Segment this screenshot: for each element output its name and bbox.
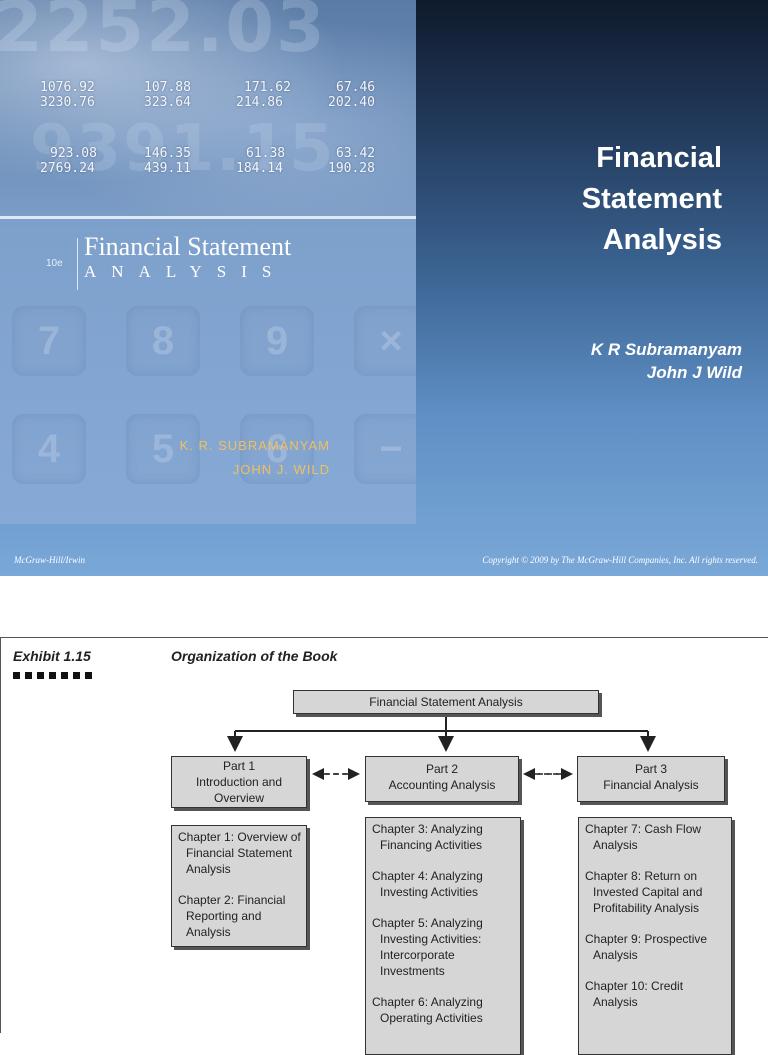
cover-ghost-digits: 9391.15: [30, 112, 336, 186]
cover-title-rule: [77, 238, 78, 290]
cover-edition: 10e: [46, 258, 63, 269]
slide-title-line: Analysis: [602, 224, 722, 256]
slide-author: K R Subramanyam: [590, 340, 742, 359]
cover-number: 63.42: [336, 146, 376, 161]
copyright-notice: Copyright © 2009 by The McGraw-Hill Comp…: [482, 555, 758, 565]
cover-divider: [0, 216, 416, 219]
calculator-key: 4: [12, 414, 86, 484]
part-label: Accounting Analysis: [388, 778, 496, 792]
calculator-key: 6: [240, 414, 314, 484]
slide-title: Financial Statement Analysis: [582, 138, 722, 261]
cover-number: 190.28: [328, 161, 375, 176]
cover-number: 3230.76: [40, 95, 95, 110]
cover-author: K. R. SUBRAMANYAM: [179, 438, 330, 453]
calculator-key: 9: [240, 306, 314, 376]
part-1-chapters: Chapter 1: Overview of Financial Stateme…: [171, 825, 307, 947]
cover-number: 323.64: [144, 95, 191, 110]
part-label: Financial Analysis: [603, 778, 699, 792]
part-2-box: Part 2 Accounting Analysis: [365, 756, 519, 802]
cover-number: 67.46: [336, 80, 376, 95]
cover-number: 202.40: [328, 95, 375, 110]
exhibit-title: Organization of the Book: [171, 648, 338, 664]
chapter-item: Chapter 8: Return on Invested Capital an…: [585, 869, 703, 915]
root-box: Financial Statement Analysis: [293, 690, 599, 714]
cover-number: 171.62: [244, 80, 291, 95]
calculator-key: 7: [12, 306, 86, 376]
title-slide: 2252.03 9391.15 1076.92 107.88 171.62 67…: [0, 0, 768, 576]
slide-title-line: Financial: [596, 142, 722, 174]
calculator-key: ×: [354, 306, 416, 376]
cover-number: 214.86: [236, 95, 283, 110]
part-2-chapters: Chapter 3: Analyzing Financing Activitie…: [365, 817, 521, 1055]
calculator-key: 8: [126, 306, 200, 376]
book-cover-image: 2252.03 9391.15 1076.92 107.88 171.62 67…: [0, 0, 416, 524]
cover-ghost-digits: 2252.03: [0, 0, 327, 68]
cover-author: JOHN J. WILD: [232, 462, 330, 477]
chapter-item: Chapter 10: Credit Analysis: [585, 979, 684, 1009]
chapter-item: Chapter 3: Analyzing Financing Activitie…: [372, 822, 483, 852]
cover-number: 923.08: [50, 146, 97, 161]
cover-number: 2769.24: [40, 161, 95, 176]
slide-authors: K R Subramanyam John J Wild: [591, 338, 742, 384]
part-1-box: Part 1 Introduction and Overview: [171, 756, 307, 808]
chapter-item: Chapter 2: Financial Reporting and Analy…: [178, 893, 286, 939]
cover-photo: 2252.03 9391.15 1076.92 107.88 171.62 67…: [0, 0, 416, 216]
cover-number: 107.88: [144, 80, 191, 95]
chapter-item: Chapter 9: Prospective Analysis: [585, 932, 708, 962]
diagram-connectors: [227, 715, 656, 780]
exhibit-label: Exhibit 1.15: [13, 648, 91, 664]
cover-subtitle: ANALYSIS: [84, 262, 287, 281]
chapter-item: Chapter 1: Overview of Financial Stateme…: [178, 830, 301, 876]
chapter-item: Chapter 5: Analyzing Investing Activitie…: [372, 916, 483, 978]
part-3-chapters: Chapter 7: Cash Flow Analysis Chapter 8:…: [578, 817, 732, 1055]
calculator-key: −: [354, 414, 416, 484]
part-label: Part 3: [634, 762, 667, 776]
part-label: Part 2: [425, 762, 458, 776]
chapter-item: Chapter 7: Cash Flow Analysis: [585, 822, 702, 852]
chapter-item: Chapter 4: Analyzing Investing Activitie…: [372, 869, 483, 899]
part-3-box: Part 3 Financial Analysis: [577, 756, 725, 802]
cover-number: 1076.92: [40, 80, 95, 95]
slide-title-line: Statement: [581, 183, 722, 215]
part-label: Introduction and: [195, 775, 283, 789]
part-label: Overview: [213, 791, 264, 805]
part-label: Part 1: [222, 759, 255, 773]
exhibit-dot-rule: [13, 672, 92, 679]
cover-title: Financial Statement: [84, 232, 292, 261]
calculator-key: 5: [126, 414, 200, 484]
cover-number: 439.11: [144, 161, 191, 176]
exhibit-figure: Exhibit 1.15 Organization of the Book Fi…: [0, 637, 768, 1055]
publisher-name: McGraw-Hill/Irwin: [14, 555, 85, 565]
chapter-item: Chapter 6: Analyzing Operating Activitie…: [372, 995, 483, 1025]
cover-number: 146.35: [144, 146, 191, 161]
slide-author: John J Wild: [646, 363, 742, 382]
cover-number: 184.14: [236, 161, 283, 176]
cover-number: 61.38: [246, 146, 286, 161]
